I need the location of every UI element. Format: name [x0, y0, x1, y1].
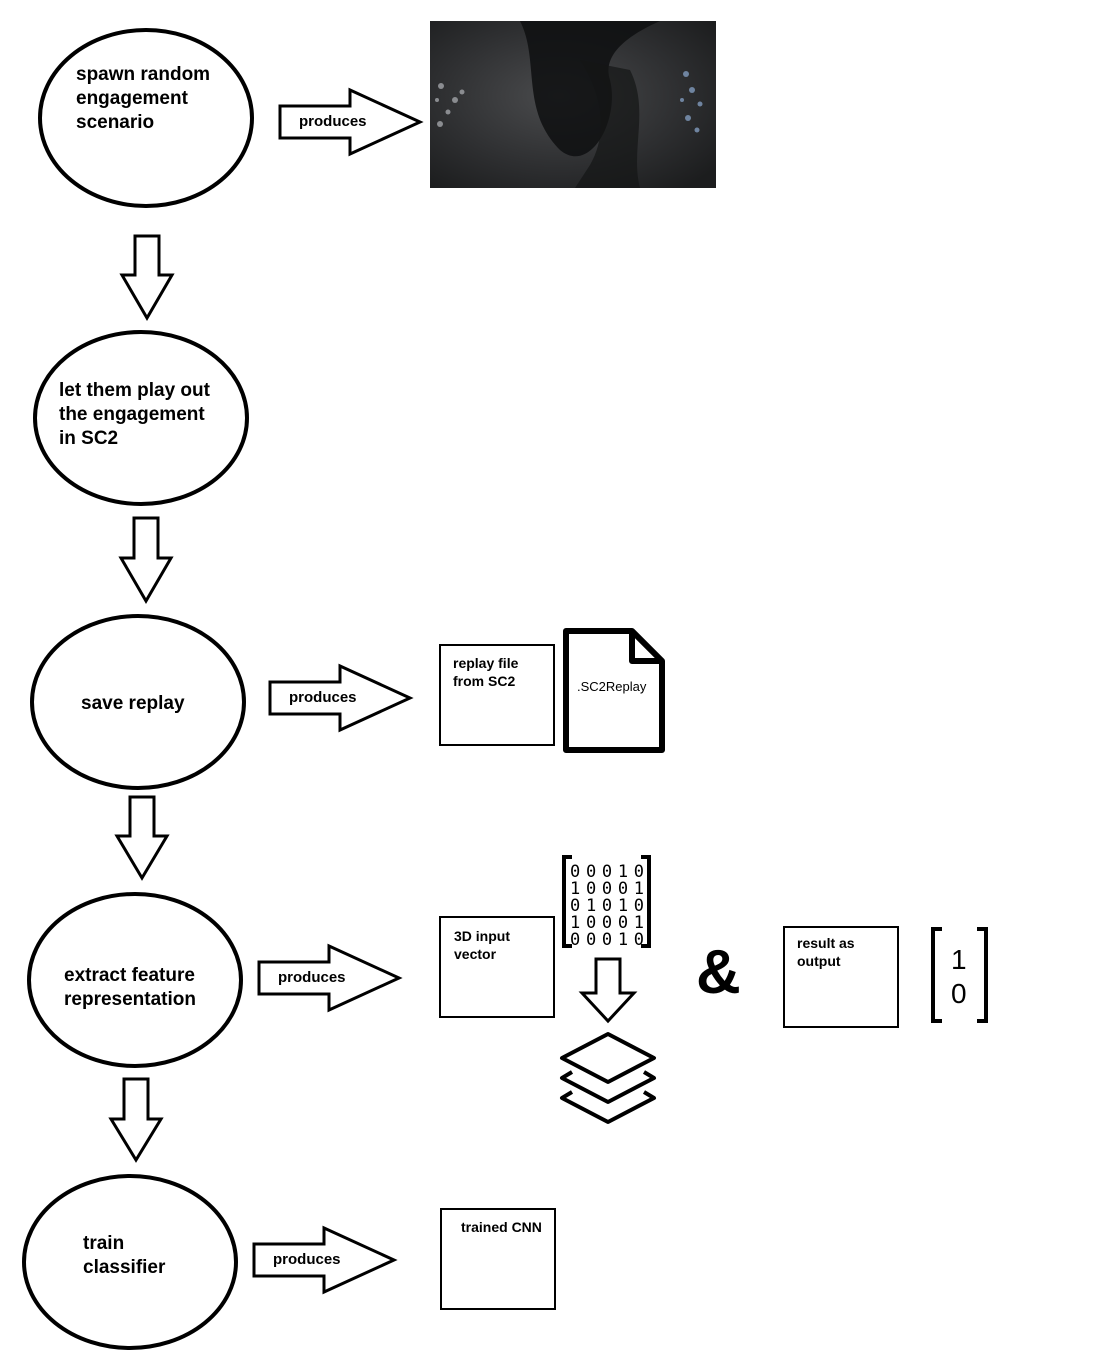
- result-output-label: result as output: [797, 935, 858, 969]
- step-label-save-replay: save replay: [81, 693, 185, 714]
- flow-arrow-down-4: [108, 1077, 164, 1163]
- produces-arrow-3: [257, 943, 403, 1013]
- step-node-save-replay: [30, 614, 246, 790]
- conversion-arrow-down: [578, 957, 638, 1024]
- binary-row: 01010: [570, 896, 644, 916]
- binary-row: 00010: [570, 930, 644, 950]
- step-label-extract-features: extract feature representation: [64, 965, 200, 1010]
- step-node-play-out: [33, 330, 249, 506]
- replay-file-label: replay file from SC2: [453, 655, 522, 689]
- step-node-train-classifier: [22, 1174, 238, 1350]
- produces-label-2: produces: [289, 689, 357, 706]
- trained-cnn-label: trained CNN: [461, 1219, 542, 1235]
- document-icon: [563, 628, 665, 753]
- produces-arrow-2: [268, 663, 414, 733]
- produces-label-1: produces: [299, 113, 367, 130]
- layers-icon: [560, 1032, 656, 1124]
- flow-arrow-down-1: [119, 234, 175, 321]
- output-vector-value: 0: [951, 978, 967, 1009]
- produces-label-4: produces: [273, 1251, 341, 1268]
- result-output-box: [783, 926, 899, 1028]
- binary-row: 10001: [570, 913, 644, 933]
- step-label-spawn: spawn random engagement scenario: [76, 64, 215, 133]
- produces-arrow-1: [278, 87, 424, 157]
- step-label-train-classifier: train classifier: [83, 1233, 166, 1278]
- output-vector-value: 1: [951, 944, 967, 975]
- step-node-extract-features: [27, 892, 243, 1068]
- flow-arrow-down-3: [114, 795, 170, 881]
- produces-label-3: produces: [278, 969, 346, 986]
- document-extension-label: .SC2Replay: [577, 679, 647, 694]
- input-vector-label: 3D input vector: [454, 928, 514, 962]
- battle-scene-image: [430, 21, 716, 188]
- input-vector-box: [439, 916, 555, 1018]
- binary-row: 10001: [570, 879, 644, 899]
- step-node-spawn: [38, 28, 254, 208]
- ampersand-symbol: &: [696, 938, 741, 1007]
- step-label-play-out: let them play out the engagement in SC2: [59, 380, 215, 449]
- trained-cnn-box: [440, 1208, 556, 1310]
- binary-matrix-icon: 00010 10001 01010 10001 00010: [562, 855, 651, 950]
- replay-file-box: [439, 644, 555, 746]
- produces-arrow-4: [252, 1225, 398, 1295]
- flow-arrow-down-2: [118, 516, 174, 604]
- binary-row: 00010: [570, 862, 644, 882]
- output-vector: 1 0: [931, 927, 988, 1023]
